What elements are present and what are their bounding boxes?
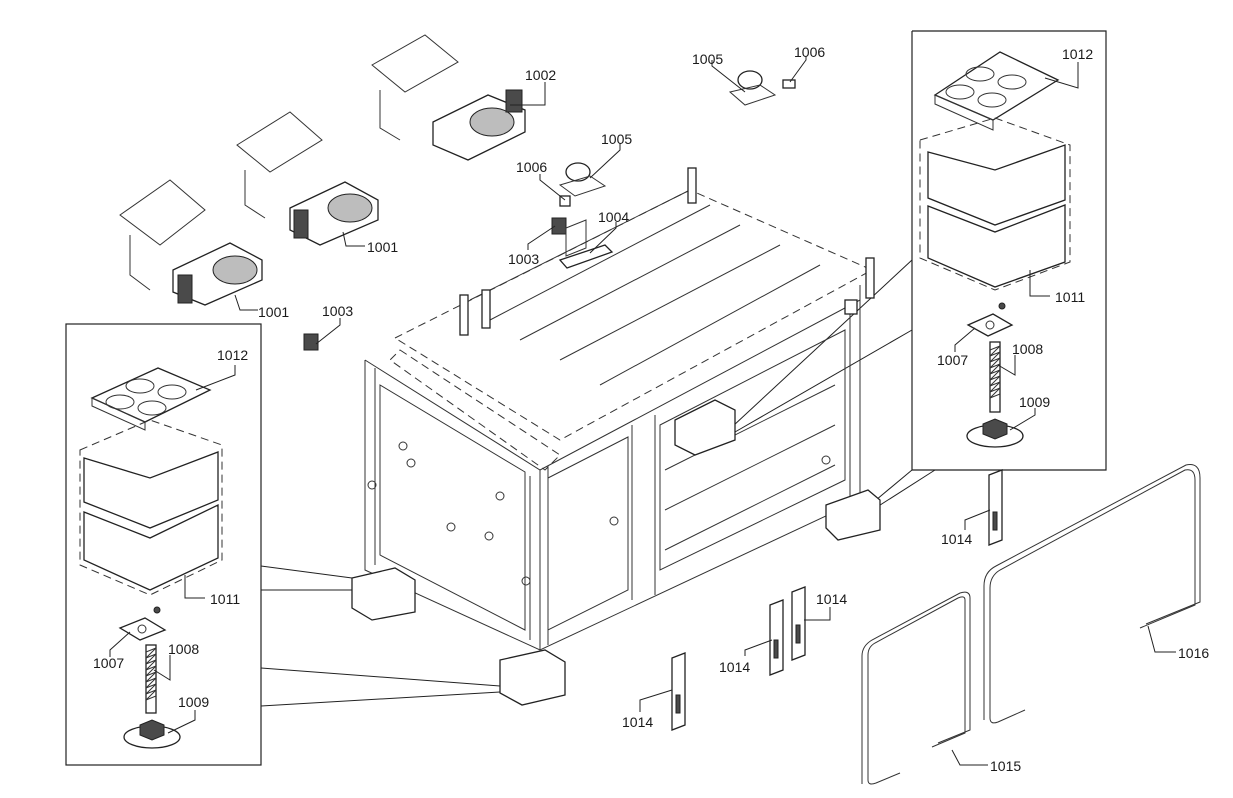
callout-1007-right: 1007 xyxy=(937,352,968,368)
callout-1014-b: 1014 xyxy=(816,591,847,607)
main-frame xyxy=(351,167,881,706)
callout-1005-mid: 1005 xyxy=(601,131,632,147)
callout-1007-left: 1007 xyxy=(93,655,124,671)
callout-1012-left: 1012 xyxy=(217,347,248,363)
callout-1004: 1004 xyxy=(598,209,629,225)
callout-1006-mid: 1006 xyxy=(516,159,547,175)
inset-frame-right xyxy=(732,30,1107,508)
callout-1014-d: 1014 xyxy=(622,714,653,730)
fan-assemblies xyxy=(119,34,526,306)
inset-frame-left xyxy=(65,323,501,766)
callout-1015: 1015 xyxy=(990,758,1021,774)
right-inset-parts xyxy=(919,51,1071,448)
callout-1008-right: 1008 xyxy=(1012,341,1043,357)
foot-front xyxy=(499,649,566,706)
callout-1005-top: 1005 xyxy=(692,51,723,67)
callout-1001-lower: 1001 xyxy=(258,304,289,320)
handles xyxy=(861,464,1201,785)
small-parts xyxy=(303,70,796,351)
callout-1008-left: 1008 xyxy=(168,641,199,657)
callout-1003-mid: 1003 xyxy=(508,251,539,267)
rails-1014 xyxy=(671,469,1003,731)
callout-1016: 1016 xyxy=(1178,645,1209,661)
callout-1001-upper: 1001 xyxy=(367,239,398,255)
foot-right xyxy=(825,489,881,541)
callout-1011-left: 1011 xyxy=(210,591,240,607)
callout-1006-top: 1006 xyxy=(794,44,825,60)
callout-1009-right: 1009 xyxy=(1019,394,1050,410)
callout-1014-c: 1014 xyxy=(719,659,750,675)
callout-1012-right: 1012 xyxy=(1062,46,1093,62)
callout-1002: 1002 xyxy=(525,67,556,83)
callout-1009-left: 1009 xyxy=(178,694,209,710)
foot-left xyxy=(351,567,416,621)
leader-lines xyxy=(109,56,1176,766)
callout-1014-right: 1014 xyxy=(941,531,972,547)
left-inset-parts xyxy=(79,367,223,749)
callout-1011-right: 1011 xyxy=(1055,289,1085,305)
callout-labels: 1001 1001 1002 1003 1003 1004 1005 1005 … xyxy=(93,44,1209,774)
callout-1003-left: 1003 xyxy=(322,303,353,319)
